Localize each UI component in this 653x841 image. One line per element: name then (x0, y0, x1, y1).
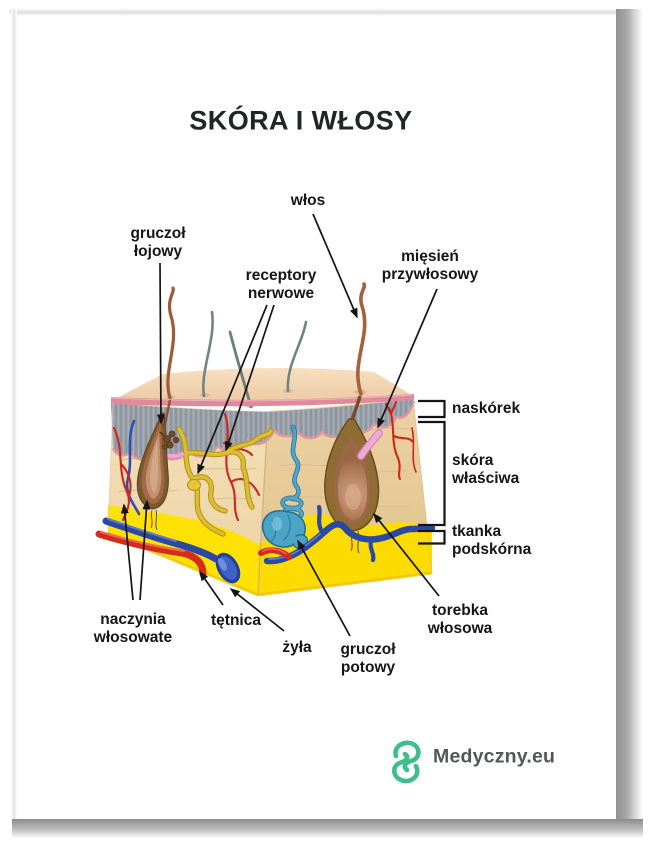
bracket-skora-wlasciwa (418, 420, 446, 527)
label-gruczol-lojowy: gruczoł łojowy (130, 224, 186, 260)
brand-name: Medyczny.eu (433, 745, 556, 768)
layer-brackets (418, 399, 446, 545)
bracket-naskorek (418, 399, 446, 419)
arrow-naczynia-2 (139, 499, 151, 601)
label-zyla: żyła (282, 638, 312, 656)
label-wlos: włos (290, 191, 326, 209)
hair-brown-left (166, 286, 176, 400)
label-gruczol-potowy: gruczoł potowy (340, 640, 396, 676)
brand-logo: Medyczny.eu (383, 735, 613, 787)
nerve-receptors (176, 426, 274, 537)
label-torebka-wlosowa: torebka włosowa (427, 601, 493, 637)
label-tkanka-podskorna: tkanka podskórna (452, 522, 532, 558)
label-miesien-przywlosowy: mięsień przywłosowy (381, 247, 479, 283)
arrow-miesien (377, 288, 438, 429)
page-title: SKÓRA I WŁOSY (189, 105, 413, 136)
label-skora-wlasciwa: skóra właściwa (452, 451, 520, 487)
sebaceous-gland (159, 430, 180, 450)
bracket-tkanka-podskorna (418, 529, 446, 545)
arrow-tetnica (199, 570, 224, 606)
page-shadow-top (10, 8, 618, 16)
label-arrows (120, 213, 440, 637)
right-hair-follicle (324, 418, 380, 554)
artery (95, 530, 292, 578)
block-corner-edge (257, 412, 269, 595)
page-shadow-bottom (12, 819, 643, 838)
label-tetnica: tętnica (211, 611, 261, 629)
arrector-pili-muscle (357, 429, 383, 460)
page-shadow-left (11, 10, 17, 822)
hair-brown-right (356, 282, 367, 396)
arrow-receptory-1 (197, 304, 268, 475)
arrow-receptory-2 (224, 304, 275, 452)
s-cross-icon (391, 740, 421, 784)
arrow-wlos (312, 213, 358, 319)
arrow-naczynia-1 (120, 503, 134, 601)
vein-cut-disc (215, 552, 241, 584)
arrow-zyla (229, 588, 285, 632)
epidermis-rim (111, 394, 414, 407)
sweat-gland (261, 424, 308, 549)
hair-gray-1 (202, 310, 214, 398)
label-naczynia-wlosowate: naczynia włosowate (93, 610, 173, 646)
page-shadow-right (616, 9, 643, 836)
arrow-gruczol-lojowy (156, 262, 165, 425)
label-naskorek: naskórek (452, 399, 521, 417)
label-receptory-nerwowe: receptory nerwowe (245, 266, 317, 302)
hair-gray-3 (286, 320, 308, 393)
arrow-torebka (373, 512, 440, 597)
arrow-gruczol-potowy (297, 539, 351, 637)
